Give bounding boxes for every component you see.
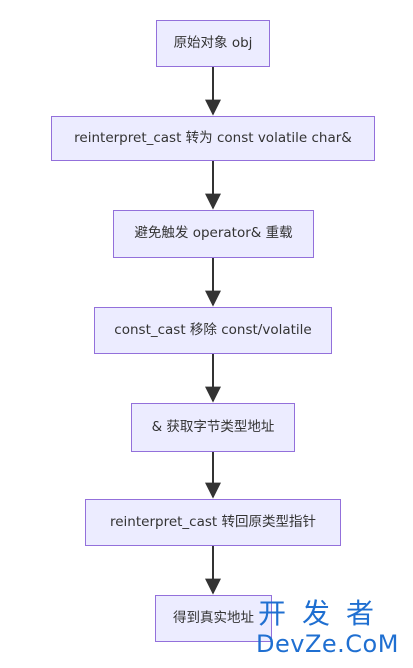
node-real-address: 得到真实地址 — [155, 595, 272, 642]
watermark-text-en: DevZe.CoM — [256, 630, 399, 658]
node-get-byte-address: & 获取字节类型地址 — [131, 403, 295, 452]
watermark-logo: 开发者 DevZe.CoM — [252, 600, 412, 666]
node-reinterpret-to-char-ref: reinterpret_cast 转为 const volatile char& — [51, 116, 375, 161]
node-const-cast-remove-cv: const_cast 移除 const/volatile — [94, 307, 332, 354]
watermark-text-cn: 开发者 — [258, 597, 391, 630]
node-avoid-operator-overload: 避免触发 operator& 重载 — [113, 210, 314, 258]
node-reinterpret-back-to-pointer: reinterpret_cast 转回原类型指针 — [85, 499, 341, 546]
node-original-object: 原始对象 obj — [156, 20, 270, 67]
